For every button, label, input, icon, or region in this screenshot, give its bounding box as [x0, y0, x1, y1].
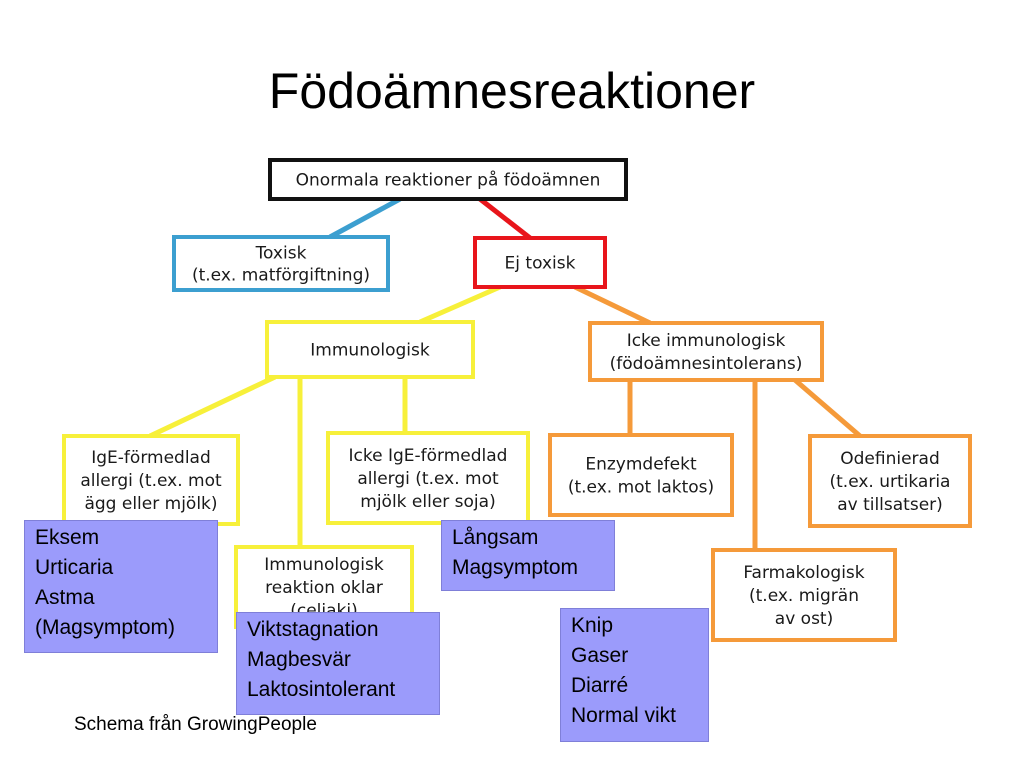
- node-label-line: Toxisk: [255, 244, 307, 264]
- node-label-line: (t.ex. matförgiftning): [192, 266, 370, 286]
- page-title: Födoämnesreaktioner: [268, 63, 756, 119]
- edge-non-toxic-non-immunological: [573, 284, 652, 326]
- node-label-line: allergi (t.ex. mot: [357, 469, 499, 489]
- node-label-line: av ost): [775, 609, 833, 629]
- node-label-line: reaktion oklar: [265, 578, 383, 598]
- node-non-toxic: Ej toxisk: [473, 236, 607, 289]
- node-box: [268, 158, 628, 201]
- node-ige-allergy: IgE-förmedlad allergi (t.ex. mot ägg eller…: [62, 434, 240, 526]
- source-credit: Schema från GrowingPeople: [74, 714, 317, 735]
- node-label-line: Icke immunologisk: [627, 331, 786, 351]
- edge-root-toxic: [328, 196, 402, 240]
- node-non-immunological: Icke immunologisk (födoämnesintolerans): [588, 321, 824, 382]
- note-enzyme-symptoms: Knip Gaser Diarré Normal vikt: [560, 608, 709, 742]
- node-box: [808, 434, 972, 528]
- node-label-line: (t.ex. migrän: [749, 586, 859, 606]
- note-ige-symptoms: Eksem Urticaria Astma (Magsymptom): [24, 520, 218, 653]
- node-label-line: mjölk eller soja): [360, 492, 495, 512]
- node-label-line: Odefinierad: [840, 449, 940, 469]
- edge-non-toxic-immunological: [418, 284, 502, 325]
- node-box: [326, 431, 530, 525]
- node-label-line: IgE-förmedlad: [91, 448, 211, 468]
- node-label-line: Immunologisk: [264, 555, 384, 575]
- node-label-line: (t.ex. urtikaria: [830, 472, 951, 492]
- node-box: [548, 433, 734, 517]
- node-box: [265, 320, 475, 379]
- node-label-line: Onormala reaktioner på födoämnen: [296, 170, 601, 191]
- node-box: [711, 548, 897, 642]
- node-label-line: Farmakologisk: [743, 563, 864, 583]
- node-box: [172, 235, 390, 292]
- node-root: Onormala reaktioner på födoämnen: [268, 158, 628, 201]
- node-label-line: (födoämnesintolerans): [610, 354, 803, 374]
- edge-immunological-ige: [148, 374, 277, 439]
- node-box: [588, 321, 824, 382]
- note-celiac-symptoms: Viktstagnation Magbesvär Laktosintoleran…: [236, 612, 440, 715]
- node-immunological: Immunologisk: [265, 320, 475, 379]
- node-enzyme-defect: Enzymdefekt (t.ex. mot laktos): [548, 433, 734, 517]
- node-label-line: Enzymdefekt: [585, 455, 697, 475]
- node-label-line: (t.ex. mot laktos): [568, 478, 714, 498]
- edge-root-non-toxic: [478, 197, 532, 240]
- node-label-line: ägg eller mjölk): [84, 494, 217, 514]
- node-non-ige-allergy: Icke IgE-förmedlad allergi (t.ex. mot mjöl…: [326, 431, 530, 525]
- node-label-line: Icke IgE-förmedlad: [349, 446, 508, 466]
- node-box: [473, 236, 607, 289]
- node-label-line: Immunologisk: [310, 341, 430, 361]
- node-label-line: allergi (t.ex. mot: [80, 471, 222, 491]
- edge-non-immunological-undefined: [793, 378, 862, 438]
- node-pharmacological: Farmakologisk (t.ex. migrän av ost): [711, 548, 897, 642]
- node-label-line: Ej toxisk: [505, 254, 576, 274]
- node-label-line: av tillsatser): [837, 495, 943, 515]
- note-non-ige-symptoms: Långsam Magsymptom: [441, 520, 615, 591]
- node-toxic: Toxisk(t.ex. matförgiftning): [172, 235, 390, 292]
- node-undefined: Odefinierad (t.ex. urtikaria av tillsatser…: [808, 434, 972, 528]
